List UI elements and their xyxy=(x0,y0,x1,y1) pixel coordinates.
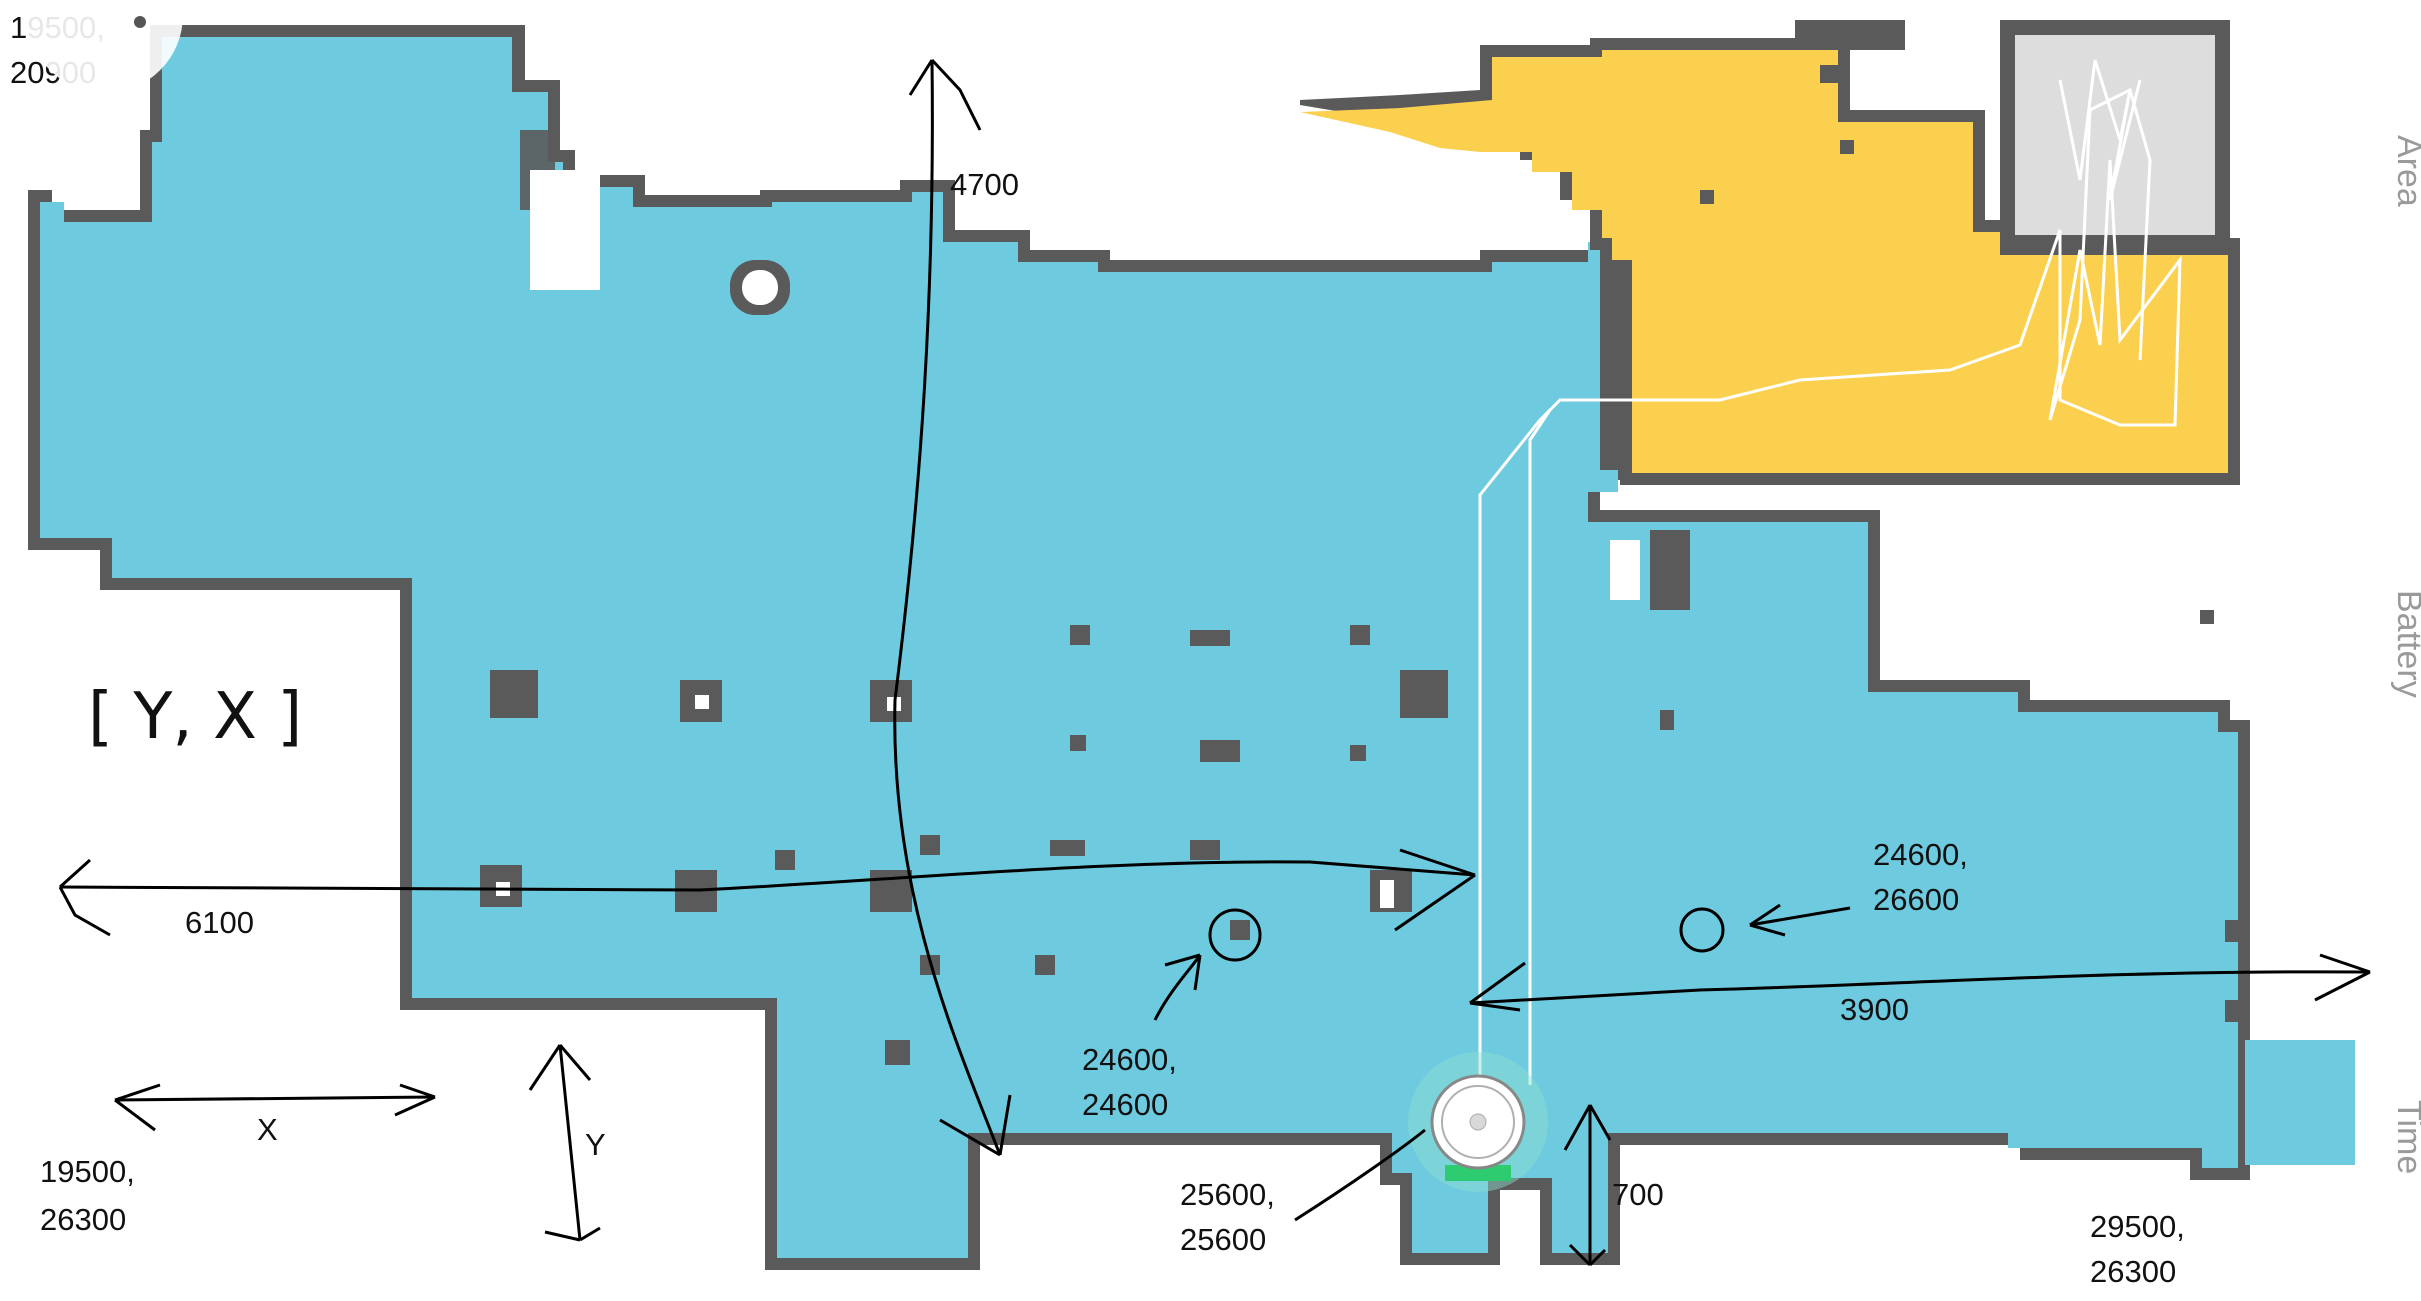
point-b-line1: 24600, xyxy=(1873,837,1968,872)
y-axis-arrow xyxy=(558,1044,582,1241)
y-axis-label: Y xyxy=(585,1127,606,1162)
bottom-left-corner-line1: 19500, xyxy=(40,1154,135,1189)
robot-point-line1: 25600, xyxy=(1180,1177,1275,1212)
point-b-marker xyxy=(1679,907,1725,953)
right-width-label: 3900 xyxy=(1840,992,1909,1027)
height-arrow xyxy=(893,59,1002,1156)
x-axis-label: X xyxy=(257,1112,278,1147)
floor-obstacles xyxy=(480,130,2239,1065)
pin-icon xyxy=(134,16,146,28)
dock-depth-label: 700 xyxy=(1612,1177,1664,1212)
right-width-arrow xyxy=(1469,970,2371,1005)
point-b-line2: 26600 xyxy=(1873,882,1959,917)
annotation-lines xyxy=(58,58,2371,1267)
annotation-labels: 19500, 20900 [ Y, X ] 4700 6100 3900 700… xyxy=(10,10,2185,1289)
left-width-arrow xyxy=(59,860,1476,892)
tab-battery[interactable]: Battery xyxy=(2390,590,2421,698)
robot-point-line2: 25600 xyxy=(1180,1222,1266,1257)
map-corner-control[interactable] xyxy=(27,0,183,93)
point-a-line1: 24600, xyxy=(1082,1042,1177,1077)
bottom-right-corner-line1: 29500, xyxy=(2090,1209,2185,1244)
height-label: 4700 xyxy=(950,167,1019,202)
floor-openings xyxy=(496,170,1640,908)
axis-order-label: [ Y, X ] xyxy=(88,680,302,754)
bottom-right-corner-line2: 26300 xyxy=(2090,1254,2176,1289)
tab-time[interactable]: Time xyxy=(2390,1100,2421,1174)
bottom-left-corner-line2: 26300 xyxy=(40,1202,126,1237)
point-a-marker xyxy=(1208,908,1262,962)
floor-map xyxy=(28,25,2355,1270)
tab-area[interactable]: Area xyxy=(2390,135,2421,207)
dock-zone xyxy=(2000,20,2230,255)
cleaning-path xyxy=(1478,59,2182,1130)
floor-area xyxy=(40,37,2355,1258)
point-a-line2: 24600 xyxy=(1082,1087,1168,1122)
side-panel: Area Battery Time xyxy=(2390,135,2421,1174)
robot-vacuum-icon[interactable] xyxy=(1408,1052,1548,1192)
selected-room[interactable] xyxy=(1300,20,2240,485)
left-width-label: 6100 xyxy=(185,905,254,940)
x-axis-arrow xyxy=(114,1095,436,1102)
